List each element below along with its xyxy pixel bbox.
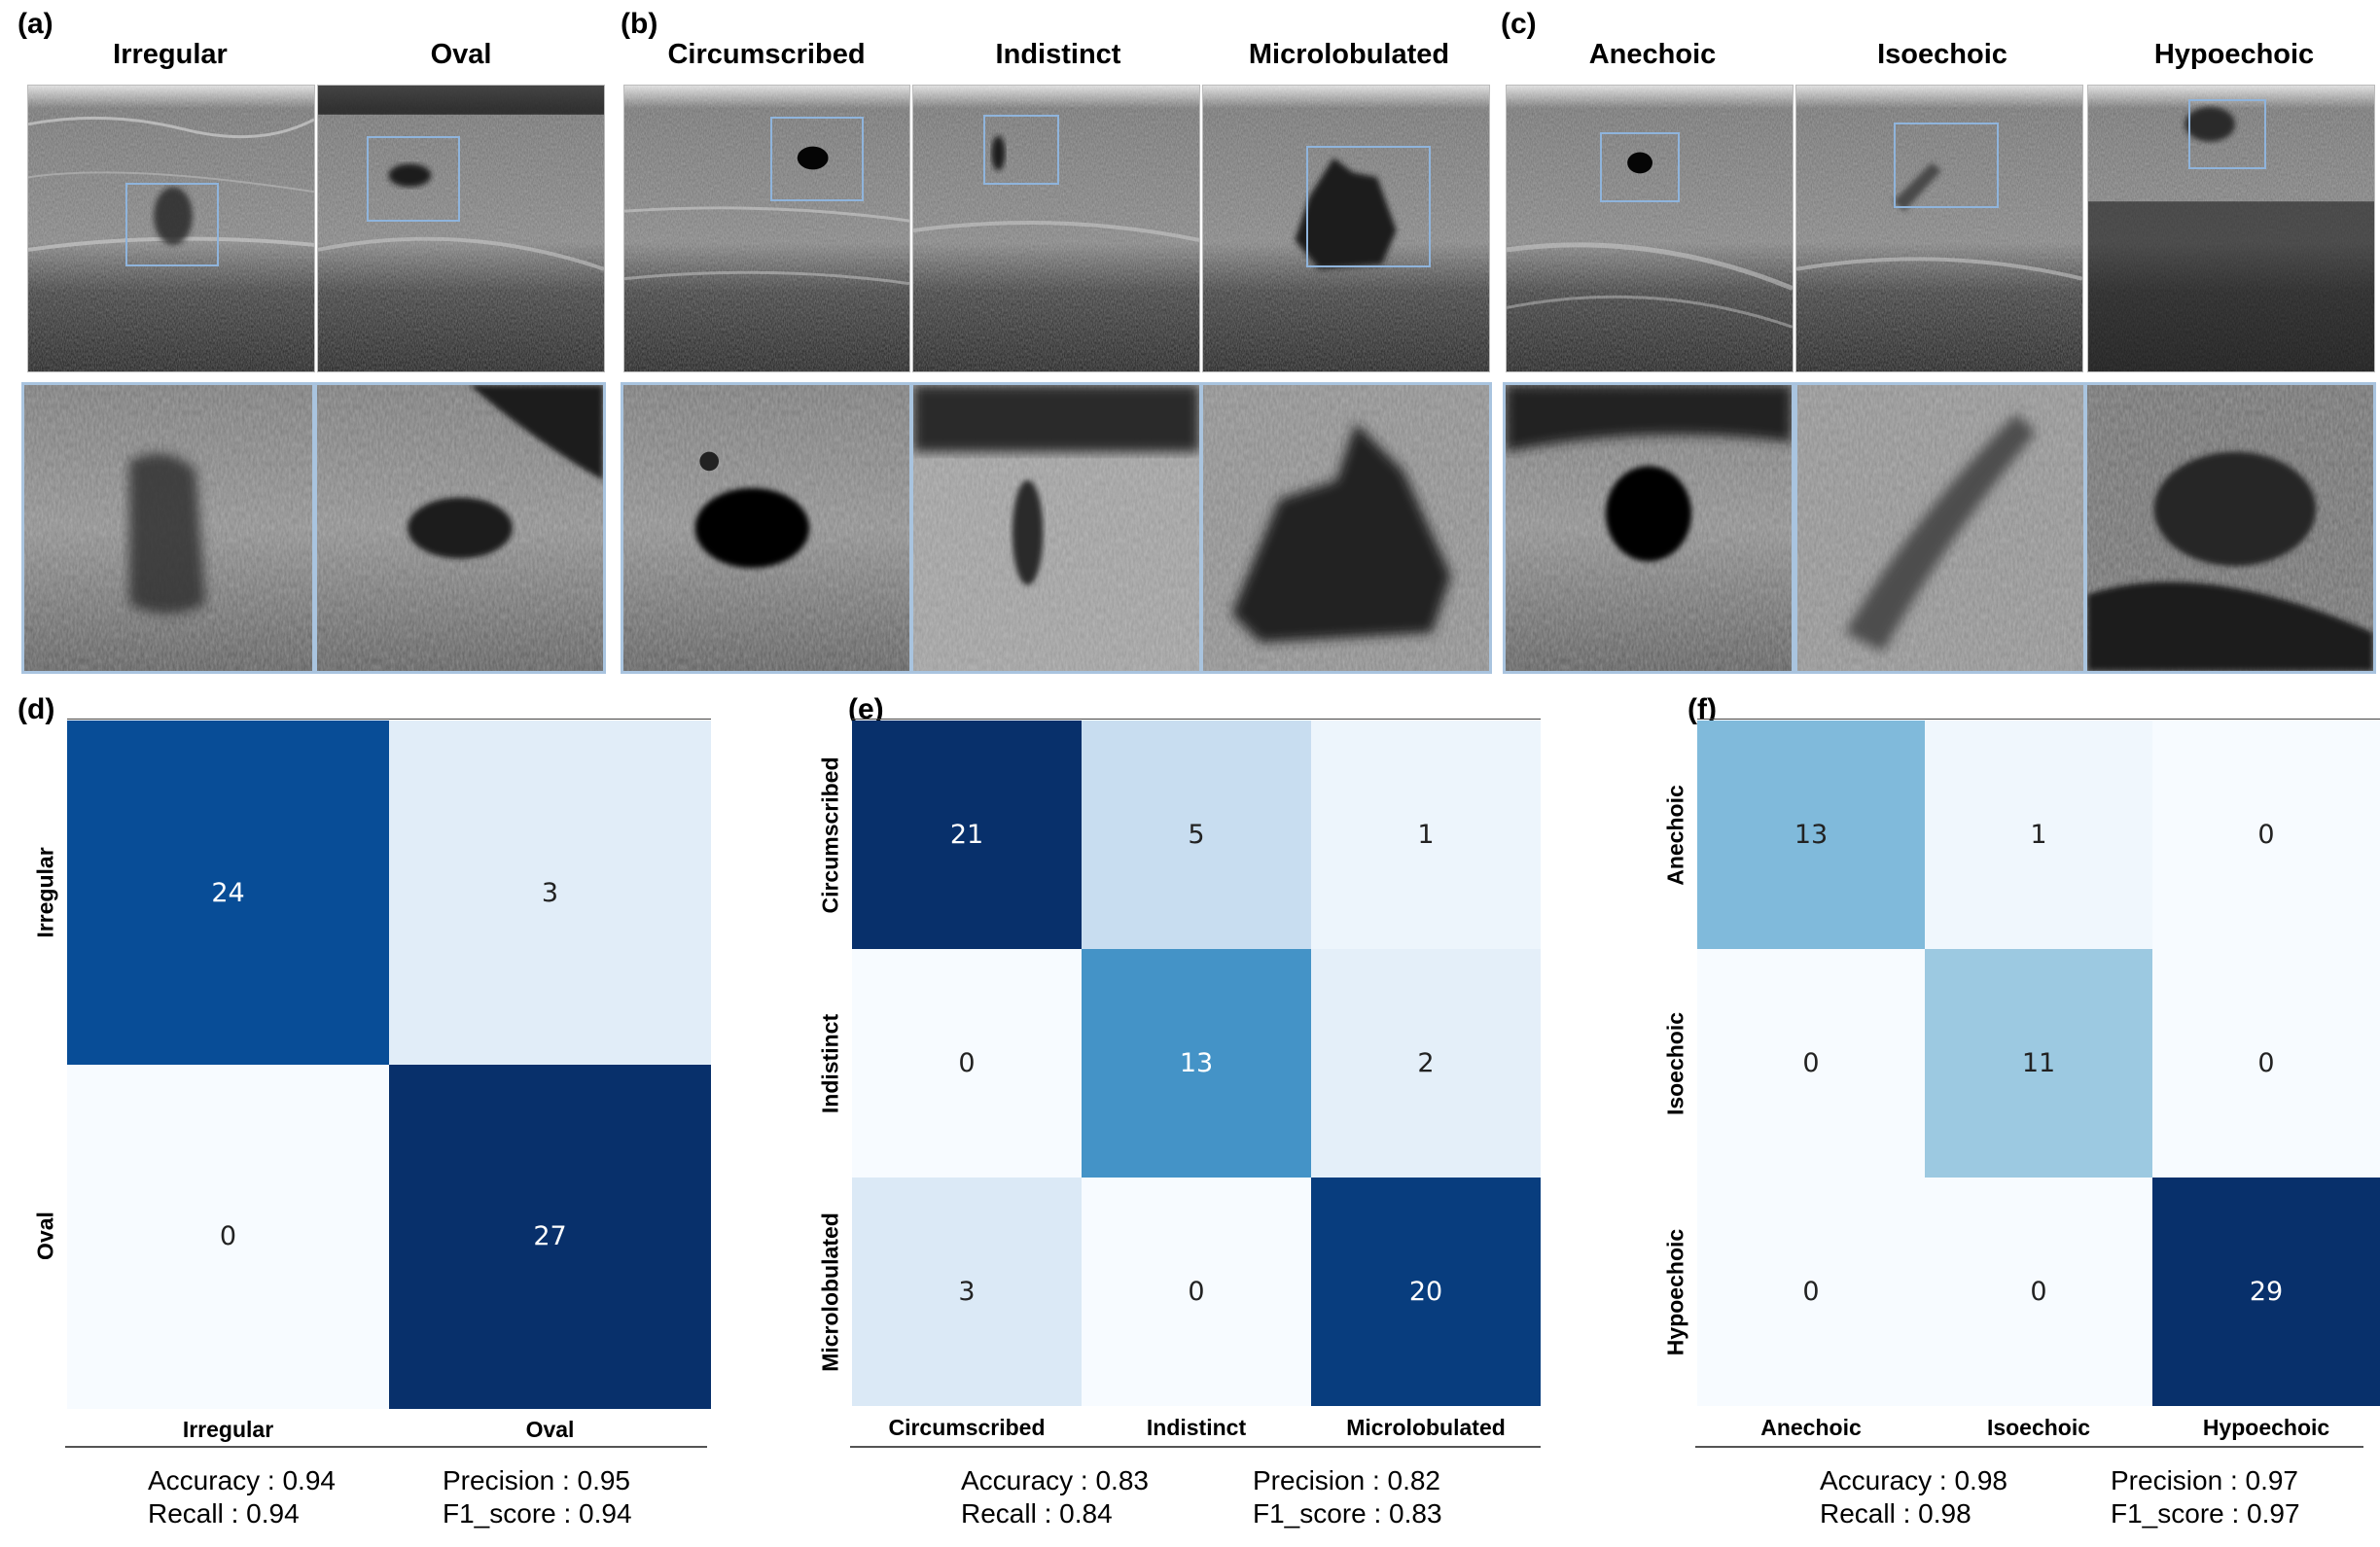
column-title-oval: Oval xyxy=(430,39,492,70)
heatmap-cell: 24 xyxy=(67,721,389,1065)
metric-accuracy: Accuracy : 0.83 xyxy=(961,1465,1149,1495)
column-title-microlobulated: Microlobulated xyxy=(1248,39,1450,70)
heatmap-top-border xyxy=(67,719,711,720)
row-label: Anechoic xyxy=(1662,784,1688,886)
roi-box xyxy=(1600,132,1680,202)
metric-precision: Precision : 0.95 xyxy=(443,1465,630,1495)
heatmap-cell: 11 xyxy=(1925,949,2152,1178)
panel-label-a: (a) xyxy=(18,8,53,40)
metric-recall: Recall : 0.94 xyxy=(148,1498,300,1529)
panel-label-c: (c) xyxy=(1501,8,1537,40)
ultrasound-image-irregular xyxy=(27,85,315,372)
heatmap-cell: 0 xyxy=(1925,1178,2152,1406)
column-title-irregular: Irregular xyxy=(113,39,228,70)
metric-precision: Precision : 0.82 xyxy=(1253,1465,1440,1495)
ultrasound-crop-indistinct xyxy=(910,382,1202,674)
row-label: Indistinct xyxy=(817,1013,843,1113)
heatmap-cell: 0 xyxy=(852,949,1082,1178)
column-label: Irregular xyxy=(182,1417,274,1442)
metrics-separator xyxy=(1695,1446,2363,1448)
ultrasound-image-isoechoic xyxy=(1795,85,2083,372)
roi-box xyxy=(770,117,864,201)
ultrasound-crop-isoechoic xyxy=(1794,382,2086,674)
ultrasound-image-oval xyxy=(317,85,605,372)
row-label: Microlobulated xyxy=(817,1212,843,1372)
panel-label-d: (d) xyxy=(18,693,55,725)
ultrasound-crop-anechoic xyxy=(1503,382,1794,674)
roi-box xyxy=(367,136,460,222)
heatmap-cell: 1 xyxy=(1311,721,1541,949)
column-label: Hypoechoic xyxy=(2202,1415,2330,1440)
column-title-indistinct: Indistinct xyxy=(995,39,1121,70)
ultrasound-image-indistinct xyxy=(912,85,1200,372)
heatmap-cell: 5 xyxy=(1082,721,1311,949)
column-title-hypoechoic: Hypoechoic xyxy=(2153,39,2315,70)
ultrasound-crop-microlobulated xyxy=(1200,382,1492,674)
roi-box xyxy=(2188,99,2266,169)
metrics-separator xyxy=(850,1446,1541,1448)
metrics-separator xyxy=(65,1446,707,1448)
ultrasound-crop-oval xyxy=(314,382,606,674)
metric-recall: Recall : 0.98 xyxy=(1820,1498,1971,1529)
metric-accuracy: Accuracy : 0.98 xyxy=(1820,1465,2007,1495)
heatmap-cell: 27 xyxy=(389,1064,711,1409)
ultrasound-image-microlobulated xyxy=(1202,85,1490,372)
roi-box xyxy=(1306,146,1431,267)
metric-precision: Precision : 0.97 xyxy=(2111,1465,2298,1495)
ultrasound-image-hypoechoic xyxy=(2087,85,2375,372)
row-label: Irregular xyxy=(32,847,58,938)
heatmap-cell: 0 xyxy=(67,1064,389,1409)
ultrasound-crop-circumscribed xyxy=(621,382,912,674)
heatmap-cell: 0 xyxy=(1697,949,1925,1178)
heatmap-cell: 3 xyxy=(389,721,711,1065)
heatmap-cell: 0 xyxy=(1697,1178,1925,1406)
row-label: Isoechoic xyxy=(1662,1011,1688,1115)
metric-f1-score: F1_score : 0.83 xyxy=(1253,1498,1442,1529)
heatmap-cell: 21 xyxy=(852,721,1082,949)
column-label: Microlobulated xyxy=(1346,1415,1506,1440)
heatmap-cell: 0 xyxy=(1082,1178,1311,1406)
column-label: Circumscribed xyxy=(888,1415,1046,1440)
column-label: Oval xyxy=(525,1417,575,1442)
heatmap-cell: 29 xyxy=(2152,1178,2380,1406)
metric-f1-score: F1_score : 0.94 xyxy=(443,1498,632,1529)
heatmap-cell: 13 xyxy=(1697,721,1925,949)
heatmap-top-border xyxy=(852,719,1541,720)
heatmap-cell: 0 xyxy=(2152,949,2380,1178)
row-label: Hypoechoic xyxy=(1662,1228,1688,1355)
heatmap-cell: 2 xyxy=(1311,949,1541,1178)
heatmap-cell: 13 xyxy=(1082,949,1311,1178)
ultrasound-image-circumscribed xyxy=(623,85,910,372)
ultrasound-image-anechoic xyxy=(1506,85,1794,372)
column-title-anechoic: Anechoic xyxy=(1588,39,1717,70)
column-label: Isoechoic xyxy=(1986,1415,2091,1440)
metric-accuracy: Accuracy : 0.94 xyxy=(148,1465,336,1495)
panel-label-e: (e) xyxy=(848,693,884,725)
metric-f1-score: F1_score : 0.97 xyxy=(2111,1498,2300,1529)
ultrasound-crop-irregular xyxy=(21,382,315,674)
heatmap-cell: 1 xyxy=(1925,721,2152,949)
panel-label-f: (f) xyxy=(1687,693,1717,725)
panel-label-b: (b) xyxy=(621,8,658,40)
heatmap-cell: 0 xyxy=(2152,721,2380,949)
roi-box xyxy=(125,183,219,266)
roi-box xyxy=(983,115,1059,185)
row-label: Circumscribed xyxy=(817,756,843,914)
heatmap-cell: 3 xyxy=(852,1178,1082,1406)
column-title-circumscribed: Circumscribed xyxy=(667,39,866,70)
column-label: Anechoic xyxy=(1760,1415,1862,1440)
column-label: Indistinct xyxy=(1146,1415,1247,1440)
heatmap-top-border xyxy=(1697,719,2380,720)
roi-box xyxy=(1894,123,1999,208)
metric-recall: Recall : 0.84 xyxy=(961,1498,1113,1529)
heatmap-cell: 20 xyxy=(1311,1178,1541,1406)
ultrasound-crop-hypoechoic xyxy=(2084,382,2376,674)
row-label: Oval xyxy=(32,1212,58,1261)
column-title-isoechoic: Isoechoic xyxy=(1877,39,2007,70)
